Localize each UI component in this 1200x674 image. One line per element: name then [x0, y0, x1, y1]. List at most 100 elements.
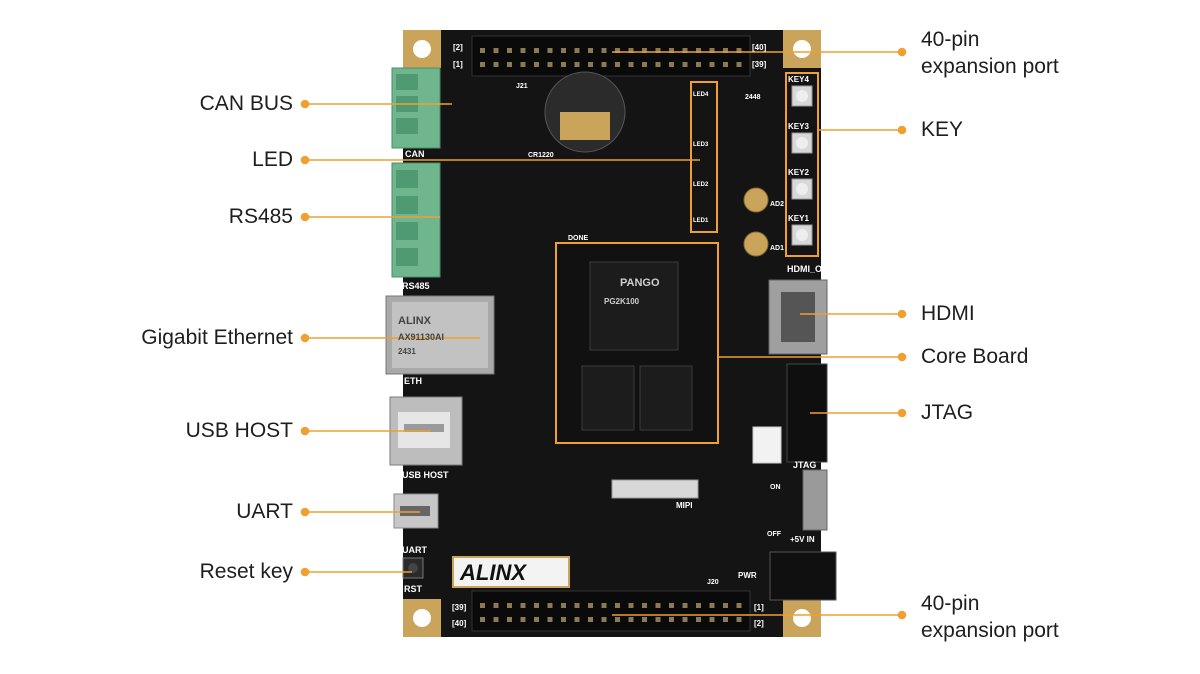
header-pin	[507, 603, 512, 608]
callout-rs485: RS485	[228, 205, 293, 228]
header-pin	[696, 62, 701, 67]
silk-on: ON	[770, 484, 781, 491]
header-pin	[561, 603, 566, 608]
header-pin	[534, 48, 539, 53]
header-pin	[723, 617, 728, 622]
header-pin	[547, 62, 553, 67]
alinx-logo-text: ALINX	[459, 560, 527, 585]
silk-done: DONE	[568, 235, 589, 242]
callout-led: LED	[252, 148, 293, 171]
silk-code: 2448	[745, 94, 761, 101]
silk-j20: J20	[707, 579, 719, 586]
header-pin	[682, 617, 688, 622]
header-pin	[642, 62, 647, 67]
header-pin	[628, 617, 634, 622]
header-pin	[723, 62, 728, 67]
silk-pin39-top: [39]	[752, 60, 767, 69]
silk-key2: KEY2	[788, 168, 809, 177]
header-pin	[601, 617, 607, 622]
silk-pin40-bottom: [40]	[452, 619, 467, 628]
header-pin	[507, 617, 512, 622]
header-pin	[601, 48, 607, 53]
header-pin	[696, 603, 701, 608]
header-pin	[655, 48, 661, 53]
key-button-cap	[796, 229, 808, 241]
header-pin	[534, 62, 539, 67]
callout-key: KEY	[921, 118, 964, 141]
header-pin	[669, 62, 674, 67]
silk-pin1-bottom: [1]	[754, 603, 764, 612]
header-pin	[682, 48, 688, 53]
silk-mipi: MIPI	[676, 501, 692, 510]
header-pin	[736, 62, 742, 67]
sma-ad2	[743, 187, 769, 213]
led-group	[690, 81, 718, 233]
header-pin	[588, 62, 593, 67]
header-pin	[682, 62, 688, 67]
header-pin	[520, 603, 526, 608]
header-pin	[601, 603, 607, 608]
mipi-connector	[611, 479, 699, 499]
header-pin	[493, 62, 499, 67]
chip-part: PG2K100	[604, 297, 640, 306]
header-pin	[736, 617, 742, 622]
callout-jtag: JTAG	[921, 401, 974, 424]
silk-pin1: [1]	[453, 60, 463, 69]
callout-reset-key: Reset key	[199, 560, 293, 583]
silk-key3: KEY3	[788, 122, 809, 131]
power-jack	[769, 551, 837, 601]
header-pin	[642, 617, 647, 622]
header-pin	[493, 617, 499, 622]
chip-brand: PANGO	[620, 277, 660, 289]
silk-eth: ETH	[404, 376, 422, 386]
key-group	[785, 72, 819, 257]
silk-pin40-top: [40]	[752, 43, 767, 52]
header-pin	[696, 617, 701, 622]
ram-chip-1	[581, 365, 635, 431]
white-connector	[752, 426, 782, 464]
header-pin	[601, 62, 607, 67]
header-pin	[507, 48, 512, 53]
eth-brand: ALINX	[398, 315, 432, 327]
header-pin	[520, 62, 526, 67]
header-pin	[669, 48, 674, 53]
header-pin	[628, 603, 634, 608]
sma-ad1	[743, 231, 769, 257]
silk-ad2: AD2	[770, 201, 784, 208]
silk-uart: UART	[402, 545, 427, 555]
header-pin	[709, 617, 715, 622]
header-pin	[561, 62, 566, 67]
silk-pin2-bottom: [2]	[754, 619, 764, 628]
header-pin	[534, 617, 539, 622]
header-pin	[642, 603, 647, 608]
header-pin	[588, 603, 593, 608]
header-pin	[480, 62, 485, 67]
header-pin	[480, 603, 485, 608]
silk-rst: RST	[404, 584, 423, 594]
header-pin	[493, 603, 499, 608]
alinx-logo-box	[452, 556, 570, 588]
silk-ad1: AD1	[770, 245, 784, 252]
header-pin	[561, 617, 566, 622]
callout-can-bus: CAN BUS	[199, 92, 293, 115]
key-button-cap	[796, 137, 808, 149]
header-pin	[520, 48, 526, 53]
header-pin	[655, 603, 661, 608]
header-pin	[682, 603, 688, 608]
callout-uart: UART	[236, 500, 293, 523]
header-bottom	[471, 590, 751, 632]
eth-date: 2431	[398, 347, 416, 356]
silk-pin2: [2]	[453, 43, 463, 52]
header-pin	[615, 48, 620, 53]
header-pin	[493, 48, 499, 53]
silk-j21: J21	[516, 83, 528, 90]
header-pin	[520, 617, 526, 622]
header-pin	[736, 48, 742, 53]
silk-pwr: PWR	[738, 571, 757, 580]
silk-led3: LED3	[693, 142, 709, 148]
eth-module: AX91130AI	[398, 332, 444, 342]
header-pin	[547, 48, 553, 53]
silk-can: CAN	[405, 149, 425, 159]
